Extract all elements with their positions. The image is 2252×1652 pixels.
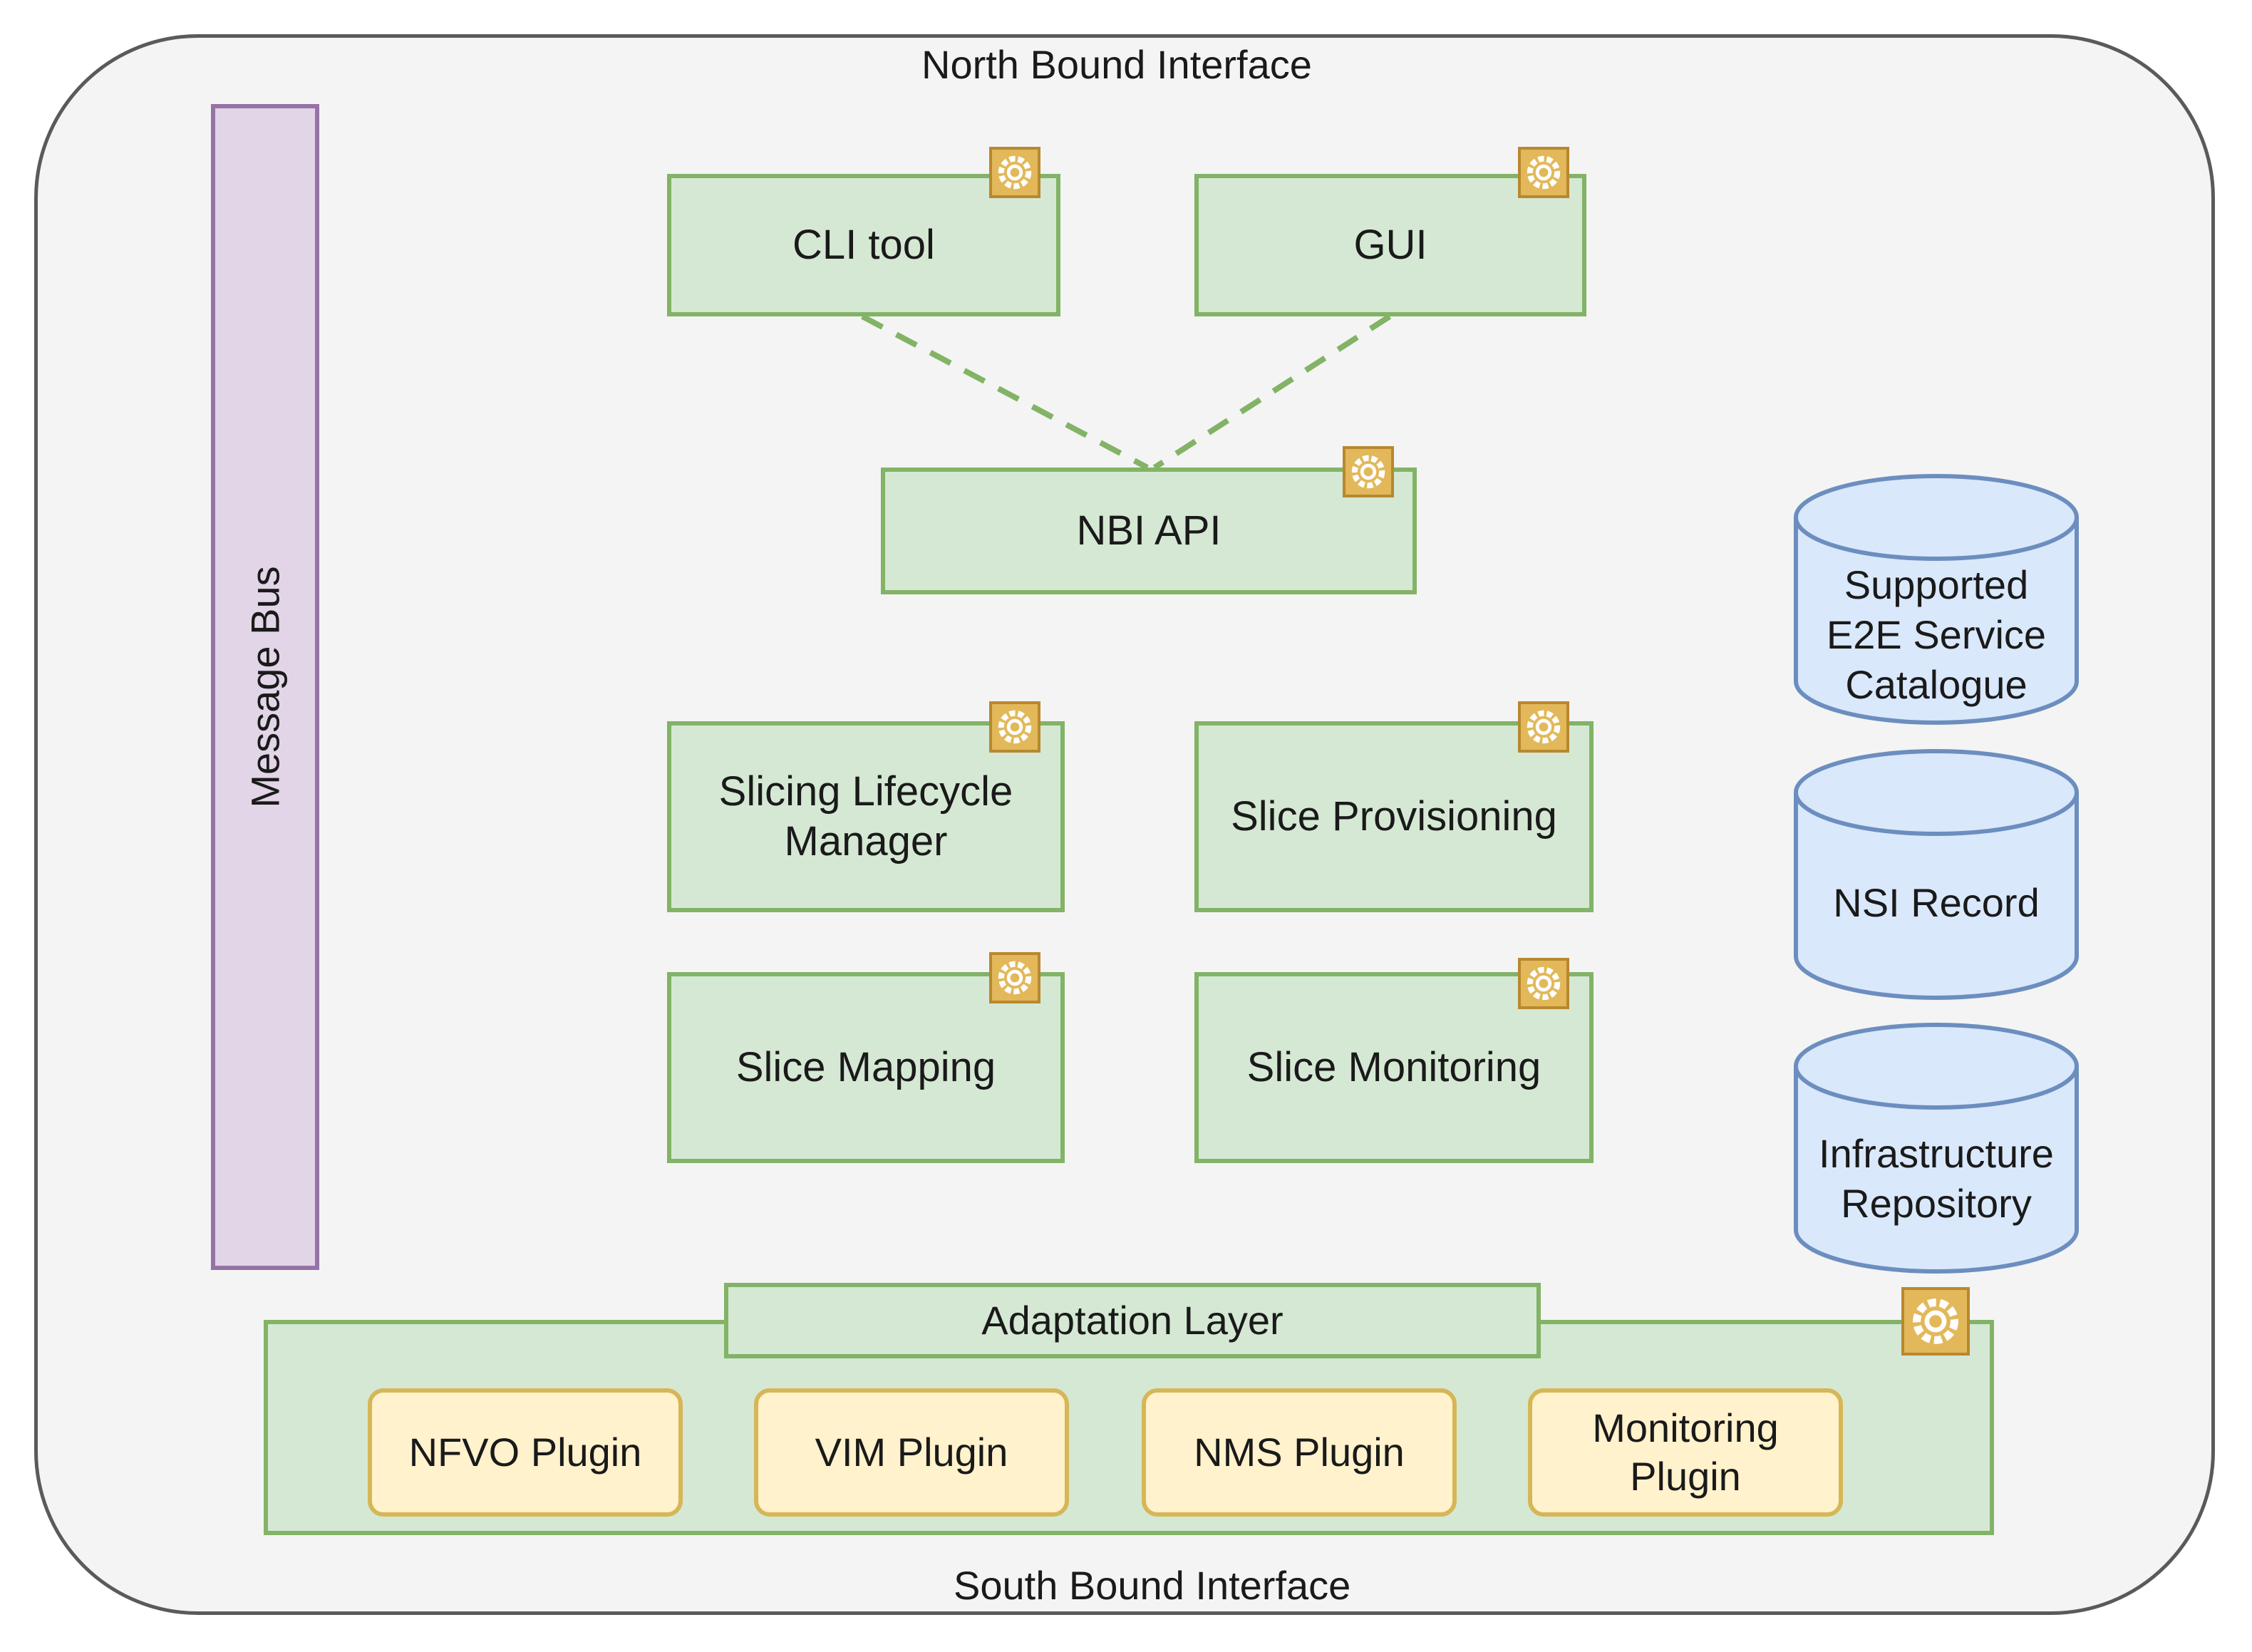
gear-icon — [989, 701, 1040, 753]
slice-monitoring-label: Slice Monitoring — [1246, 1044, 1541, 1090]
infrastructure-label-line2: Repository — [1841, 1181, 2032, 1226]
catalogue-label-line3: Catalogue — [1845, 662, 2028, 707]
message-bus: Message Bus — [211, 104, 319, 1270]
gear-icon — [989, 147, 1040, 198]
monitoring-plugin-label-line1: Monitoring — [1592, 1405, 1779, 1450]
nfvo-plugin-label: NFVO Plugin — [408, 1430, 642, 1475]
slice-mapping-box: Slice Mapping — [667, 972, 1065, 1163]
north-bound-interface-label: North Bound Interface — [921, 42, 1312, 87]
nms-plugin-label: NMS Plugin — [1194, 1430, 1405, 1475]
slicing-lifecycle-manager-box: Slicing Lifecycle Manager — [667, 721, 1065, 912]
infrastructure-label-line1: Infrastructure — [1819, 1131, 2054, 1176]
adaptation-layer-title-box: Adaptation Layer — [724, 1283, 1541, 1358]
supported-e2e-service-catalogue-db: Supported E2E Service Catalogue — [1793, 473, 2080, 726]
south-bound-interface-label: South Bound Interface — [954, 1563, 1351, 1608]
vim-plugin-label: VIM Plugin — [815, 1430, 1008, 1475]
nfvo-plugin: NFVO Plugin — [368, 1388, 683, 1517]
cli-tool-label: CLI tool — [792, 222, 935, 268]
nbi-api-box: NBI API — [881, 468, 1417, 594]
catalogue-label-line1: Supported — [1844, 562, 2029, 607]
slicing-lifecycle-manager-label-line2: Manager — [784, 818, 948, 864]
slice-provisioning-box: Slice Provisioning — [1194, 721, 1594, 912]
message-bus-label: Message Bus — [242, 566, 288, 808]
monitoring-plugin: Monitoring Plugin — [1528, 1388, 1843, 1517]
slice-mapping-label: Slice Mapping — [735, 1044, 996, 1090]
gear-icon — [989, 952, 1040, 1003]
catalogue-label-line2: E2E Service — [1826, 612, 2047, 657]
gui-to-nbi-connector — [1152, 314, 1392, 470]
gui-label: GUI — [1353, 222, 1427, 268]
infrastructure-repository-db: Infrastructure Repository — [1793, 1022, 2080, 1274]
cli-to-nbi-connector — [861, 314, 1149, 470]
adaptation-layer-title: Adaptation Layer — [981, 1298, 1283, 1343]
vim-plugin: VIM Plugin — [754, 1388, 1069, 1517]
nms-plugin: NMS Plugin — [1142, 1388, 1457, 1517]
nsi-record-db: NSI Record — [1793, 748, 2080, 1001]
nsi-record-label: NSI Record — [1833, 880, 2040, 925]
gear-icon — [1518, 147, 1569, 198]
slice-provisioning-label: Slice Provisioning — [1231, 793, 1557, 840]
nbi-api-label: NBI API — [1076, 507, 1221, 554]
gear-icon — [1518, 701, 1569, 753]
slicing-lifecycle-manager-label-line1: Slicing Lifecycle — [718, 768, 1013, 815]
gear-icon — [1901, 1287, 1970, 1356]
gear-icon — [1518, 958, 1569, 1009]
monitoring-plugin-label-line2: Plugin — [1630, 1454, 1741, 1499]
gear-icon — [1343, 446, 1394, 497]
